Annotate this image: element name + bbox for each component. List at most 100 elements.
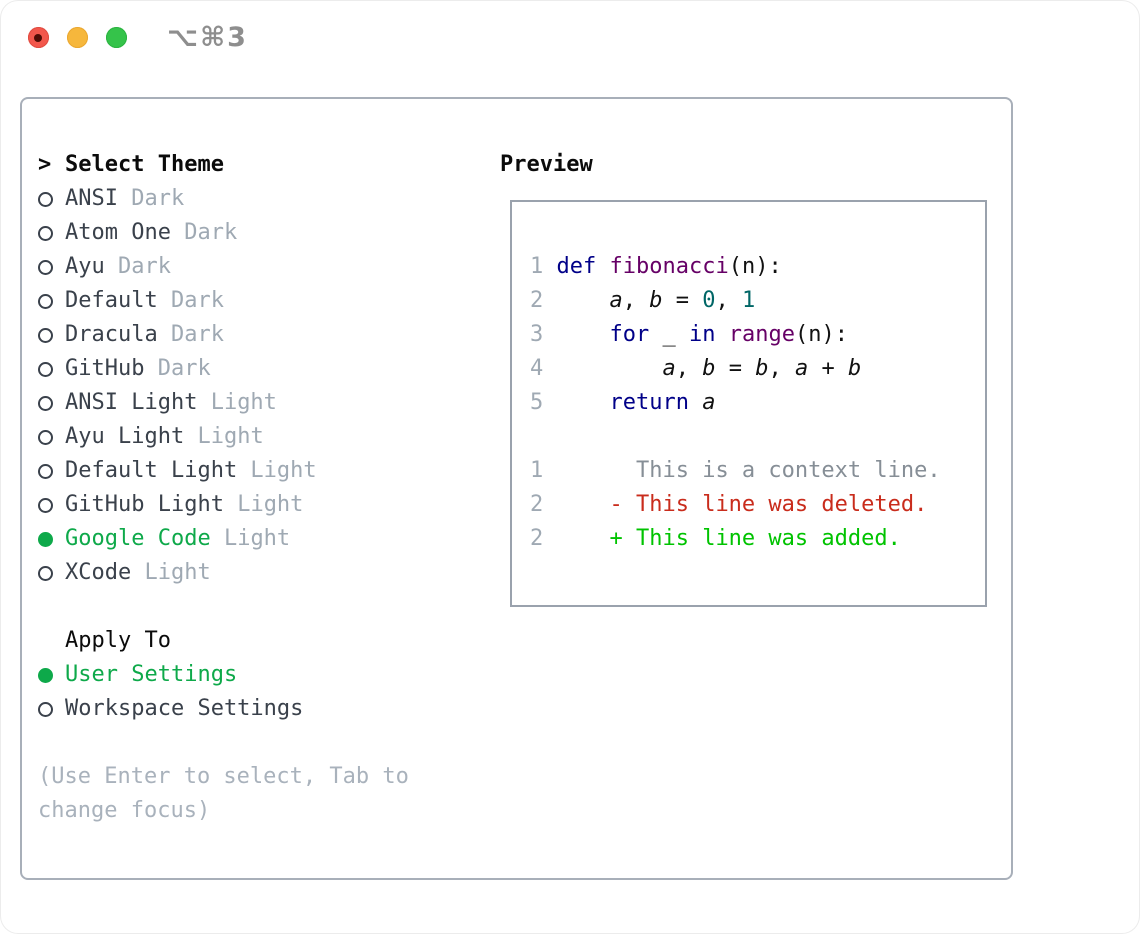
option-label: XCode	[65, 560, 132, 585]
theme-option[interactable]: Google Code Light	[38, 522, 409, 556]
line-number: 4	[530, 356, 544, 381]
code-token: b	[649, 288, 663, 313]
option-label: Ayu	[65, 254, 105, 279]
theme-option[interactable]: GitHub Light Light	[38, 488, 409, 522]
help-text-line: change focus)	[38, 798, 211, 823]
apply-to-option[interactable]: Workspace Settings	[38, 692, 409, 726]
line-number: 1	[530, 458, 544, 483]
line-number: 1	[530, 254, 544, 279]
code-token: return	[609, 390, 689, 415]
filled-dot-icon	[38, 531, 53, 547]
radio-icon	[38, 463, 65, 479]
variant-label: Light	[223, 492, 304, 517]
option-label: GitHub	[65, 356, 145, 381]
radio-icon	[38, 395, 65, 411]
code-token: ,	[768, 356, 795, 381]
code-token: + This line was added.	[556, 526, 901, 551]
close-button[interactable]	[28, 27, 49, 48]
theme-option[interactable]: Atom One Dark	[38, 216, 409, 250]
code-token	[557, 322, 610, 347]
circle-icon	[38, 191, 53, 207]
code-token: (n):	[794, 322, 848, 347]
variant-label: Dark	[157, 288, 224, 313]
code-token: range	[728, 322, 795, 347]
minimize-button[interactable]	[67, 27, 88, 48]
code-token: ,	[622, 288, 650, 313]
variant-label: Dark	[104, 254, 171, 279]
circle-icon	[38, 259, 53, 275]
apply-to-header-row: Apply To	[38, 624, 409, 658]
code-token: in	[688, 322, 716, 347]
code-token: def	[556, 254, 597, 279]
code-token: a	[662, 356, 676, 381]
theme-option[interactable]: Ayu Dark	[38, 250, 409, 284]
option-label: Default	[65, 288, 158, 313]
code-token: b	[755, 356, 769, 381]
code-token: This is a context line.	[556, 458, 941, 483]
variant-label: Dark	[157, 322, 224, 347]
code-token	[596, 254, 609, 279]
variant-label: Light	[197, 390, 277, 415]
zoom-button[interactable]	[106, 27, 127, 48]
code-line: 5 return a	[530, 386, 985, 420]
code-line: 3 for _ in range(n):	[530, 318, 985, 352]
code-token: =	[662, 288, 703, 313]
code-line: 1 def fibonacci(n):	[530, 250, 985, 284]
line-number: 3	[530, 322, 544, 347]
radio-icon	[38, 497, 65, 513]
circle-icon	[38, 293, 53, 309]
window-title: ⌥⌘3	[167, 22, 248, 53]
spacer	[38, 590, 409, 624]
theme-option[interactable]: Dracula Dark	[38, 318, 409, 352]
titlebar: ⌥⌘3	[0, 0, 1140, 97]
radio-icon	[38, 361, 65, 377]
option-label: Google Code	[65, 526, 211, 551]
code-line: 2 - This line was deleted.	[530, 488, 985, 522]
code-token: for	[609, 322, 650, 347]
code-line: 4 a, b = b, a + b	[530, 352, 985, 386]
theme-option[interactable]: GitHub Dark	[38, 352, 409, 386]
help-text-line: (Use Enter to select, Tab to	[38, 764, 409, 789]
radio-icon	[38, 565, 65, 581]
circle-icon	[38, 361, 53, 377]
theme-option[interactable]: Default Light Light	[38, 454, 409, 488]
filled-dot-icon	[38, 667, 53, 683]
option-label: User Settings	[65, 662, 238, 687]
option-label: Ayu Light	[65, 424, 185, 449]
radio-icon	[38, 701, 65, 717]
theme-option[interactable]: Default Dark	[38, 284, 409, 318]
code-token: a	[702, 390, 716, 415]
variant-label: Light	[210, 526, 291, 551]
code-token	[557, 356, 663, 381]
circle-icon	[38, 565, 53, 581]
radio-icon	[38, 327, 65, 343]
code-token	[689, 390, 702, 415]
code-token: =	[715, 356, 756, 381]
code-token: 0	[702, 288, 716, 313]
theme-option[interactable]: ANSI Dark	[38, 182, 409, 216]
code-token	[557, 288, 610, 313]
code-token	[557, 390, 610, 415]
theme-option[interactable]: ANSI Light Light	[38, 386, 409, 420]
option-label: GitHub Light	[65, 492, 224, 517]
line-number: 2	[530, 288, 544, 313]
theme-option[interactable]: Ayu Light Light	[38, 420, 409, 454]
circle-icon	[38, 701, 53, 717]
blank-line	[530, 420, 985, 454]
circle-icon	[38, 327, 53, 343]
option-label: Atom One	[65, 220, 171, 245]
code-token: ,	[715, 288, 742, 313]
preview-column: Preview 1 def fibonacci(n):2 a, b = 0, 1…	[500, 148, 987, 607]
circle-icon	[38, 395, 53, 411]
code-token: a	[609, 288, 623, 313]
circle-icon	[38, 429, 53, 445]
code-token: +	[808, 356, 848, 381]
code-token: b	[702, 356, 716, 381]
theme-option[interactable]: XCode Light	[38, 556, 409, 590]
focus-caret: >	[38, 152, 52, 177]
variant-label: Dark	[117, 186, 185, 211]
variant-label: Dark	[144, 356, 211, 381]
apply-to-option[interactable]: User Settings	[38, 658, 409, 692]
radio-icon	[38, 293, 65, 309]
